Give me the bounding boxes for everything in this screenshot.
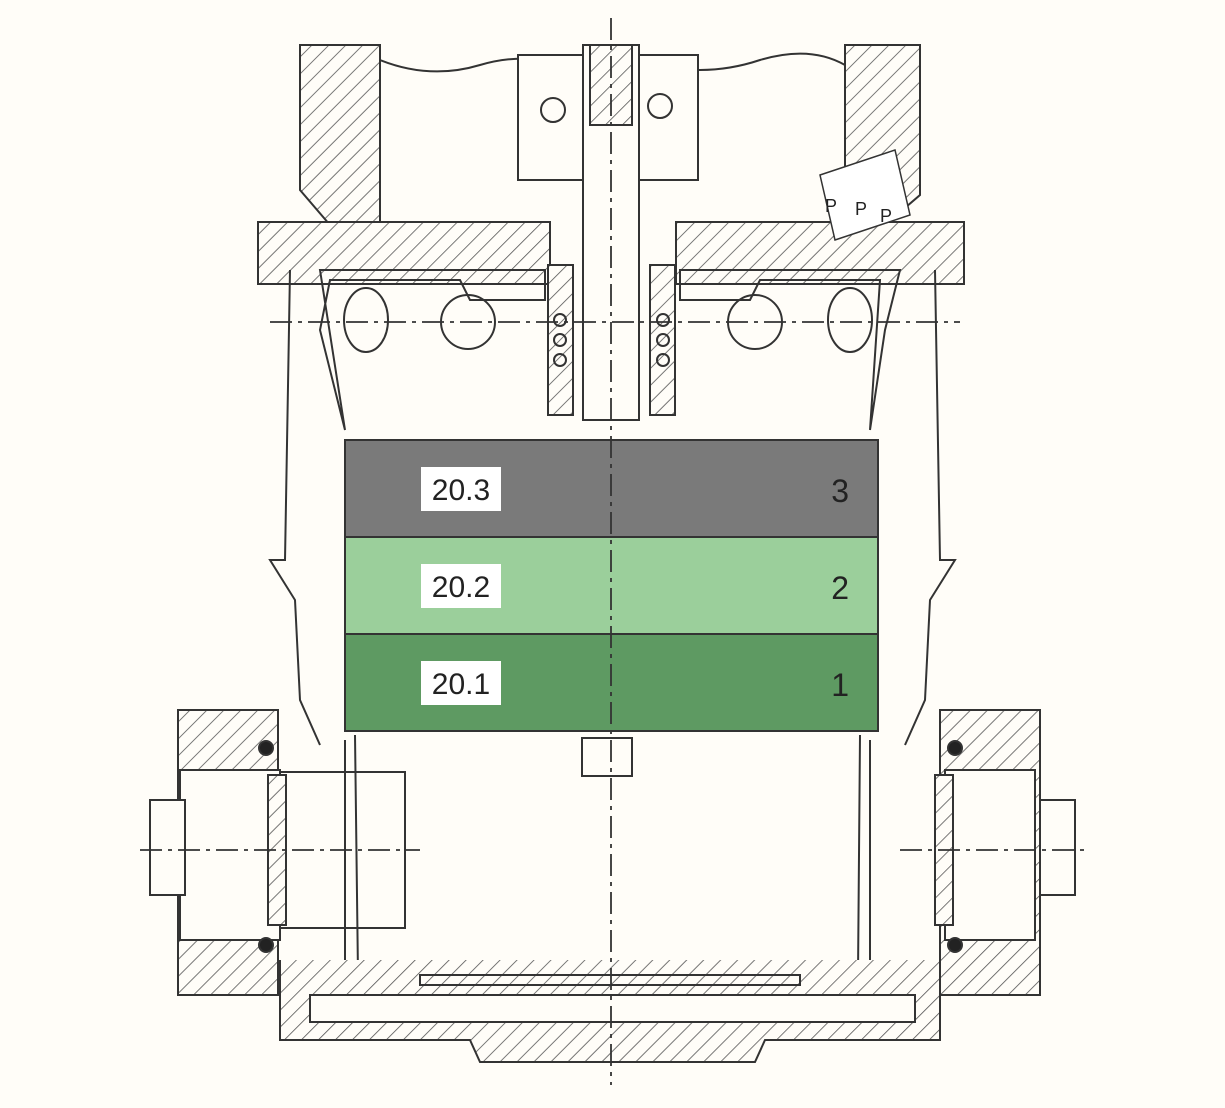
right-side-wall <box>904 269 957 746</box>
layer-label-3: 20.3 <box>432 474 490 507</box>
marking-p-3: P <box>880 206 892 226</box>
layer-label-1: 20.1 <box>432 668 490 701</box>
housing-outline <box>149 44 1076 1063</box>
inner-cover-left <box>318 269 546 431</box>
layer-label-box-3 <box>421 467 501 511</box>
upper-left-wall <box>299 44 381 226</box>
layer-label-box-2 <box>421 564 501 608</box>
center-nut <box>581 737 633 777</box>
axis-lines <box>140 18 1090 1085</box>
layer-label-2: 20.2 <box>432 571 490 604</box>
seal-left <box>547 264 574 416</box>
right-nut <box>1039 799 1076 896</box>
right-flange <box>675 221 965 285</box>
left-nut <box>149 799 186 896</box>
hole-1 <box>343 287 389 353</box>
bolt-right <box>647 93 673 119</box>
marking-plate: P P P <box>819 149 911 241</box>
left-side-wall <box>268 269 321 746</box>
layer-label-box-1 <box>421 661 501 705</box>
inner-cover-right <box>679 269 902 431</box>
marking-p-2: P <box>855 199 867 219</box>
layer-number-2: 2 <box>831 570 849 606</box>
left-flange <box>257 221 551 285</box>
filter-layers: 20.3 3 20.2 2 20.1 1 <box>344 439 879 732</box>
hole-4 <box>827 287 873 353</box>
layer-number-3: 3 <box>831 473 849 509</box>
marking-p-1: P <box>825 196 837 216</box>
layer-number-1: 1 <box>831 667 849 703</box>
seal-right <box>649 264 676 416</box>
bolt-left <box>540 97 566 123</box>
